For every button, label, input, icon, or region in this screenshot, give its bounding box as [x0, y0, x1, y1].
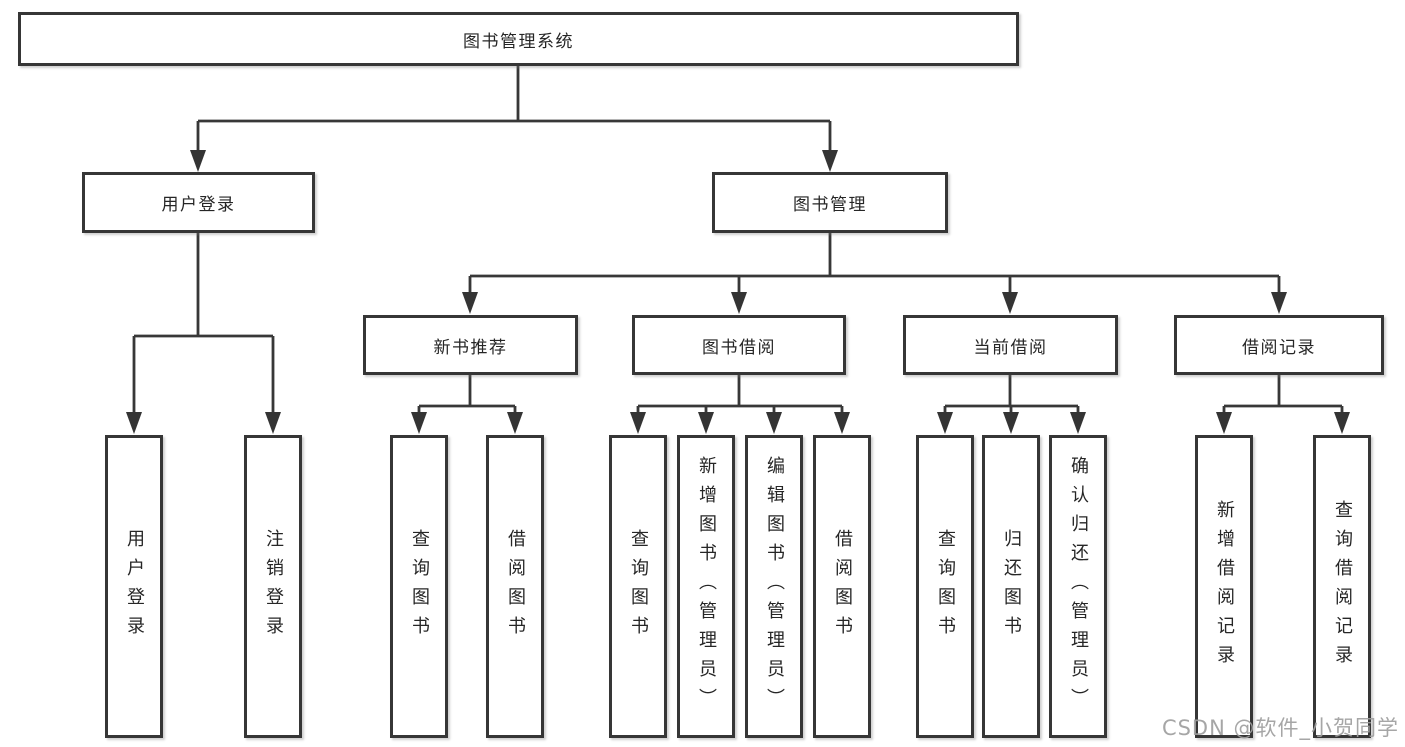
- leaf-user-login-label: 用户登录: [124, 528, 145, 645]
- node-user-login-label: 用户登录: [161, 195, 236, 215]
- node-new-book-recommend: 新书推荐: [363, 315, 578, 375]
- leaf-confirm-return-admin: 确认归还（管理员）: [1049, 435, 1107, 738]
- leaf-query-borrow-record-label: 查询借阅记录: [1332, 499, 1353, 674]
- node-borrow-record-label: 借阅记录: [1242, 337, 1316, 358]
- leaf-borrow-books-label: 借阅图书: [832, 528, 853, 645]
- leaf-add-borrow-record-label: 新增借阅记录: [1214, 499, 1235, 674]
- leaf-user-login: 用户登录: [105, 435, 163, 738]
- leaf-newbook-borrow-books: 借阅图书: [486, 435, 544, 738]
- node-new-book-recommend-label: 新书推荐: [433, 337, 508, 358]
- connector-borrow-record-to-leaves: [1216, 375, 1350, 434]
- leaf-edit-books-admin: 编辑图书（管理员）: [745, 435, 803, 738]
- leaf-newbook-borrow-books-label: 借阅图书: [505, 528, 526, 645]
- leaf-current-query-books: 查询图书: [916, 435, 974, 738]
- leaf-edit-books-admin-label: 编辑图书（管理员）: [764, 456, 785, 717]
- connector-new-book-recommend-to-leaves: [411, 375, 523, 434]
- connector-book-management-to-level3: [462, 233, 1287, 314]
- leaf-confirm-return-admin-label: 确认归还（管理员）: [1068, 456, 1089, 717]
- leaf-add-borrow-record: 新增借阅记录: [1195, 435, 1253, 738]
- leaf-query-borrow-record: 查询借阅记录: [1313, 435, 1371, 738]
- node-book-borrow: 图书借阅: [632, 315, 846, 375]
- leaf-borrow-books: 借阅图书: [813, 435, 871, 738]
- leaf-return-books-label: 归还图书: [1001, 528, 1022, 645]
- node-current-borrow-label: 当前借阅: [973, 337, 1048, 358]
- connector-current-borrow-to-leaves: [937, 375, 1086, 434]
- node-borrow-record: 借阅记录: [1174, 315, 1384, 375]
- leaf-return-books: 归还图书: [982, 435, 1040, 738]
- leaf-logout: 注销登录: [244, 435, 302, 738]
- node-current-borrow: 当前借阅: [903, 315, 1118, 375]
- node-book-management-label: 图书管理: [793, 195, 867, 215]
- node-root-system: 图书管理系统: [18, 12, 1019, 66]
- leaf-add-books-admin: 新增图书（管理员）: [677, 435, 735, 738]
- leaf-logout-label: 注销登录: [263, 528, 284, 645]
- leaf-current-query-books-label: 查询图书: [935, 528, 956, 645]
- node-root-label: 图书管理系统: [463, 31, 574, 52]
- connector-user-login-to-leaves: [126, 233, 281, 434]
- leaf-add-books-admin-label: 新增图书（管理员）: [696, 456, 717, 717]
- connector-root-to-level2: [190, 66, 838, 172]
- node-user-login: 用户登录: [82, 172, 315, 233]
- leaf-borrow-query-books: 查询图书: [609, 435, 667, 738]
- leaf-borrow-query-books-label: 查询图书: [628, 528, 649, 645]
- node-book-management: 图书管理: [712, 172, 948, 233]
- leaf-newbook-query-books-label: 查询图书: [409, 528, 430, 645]
- leaf-newbook-query-books: 查询图书: [390, 435, 448, 738]
- connector-book-borrow-to-leaves: [630, 375, 850, 434]
- node-book-borrow-label: 图书借阅: [702, 337, 776, 358]
